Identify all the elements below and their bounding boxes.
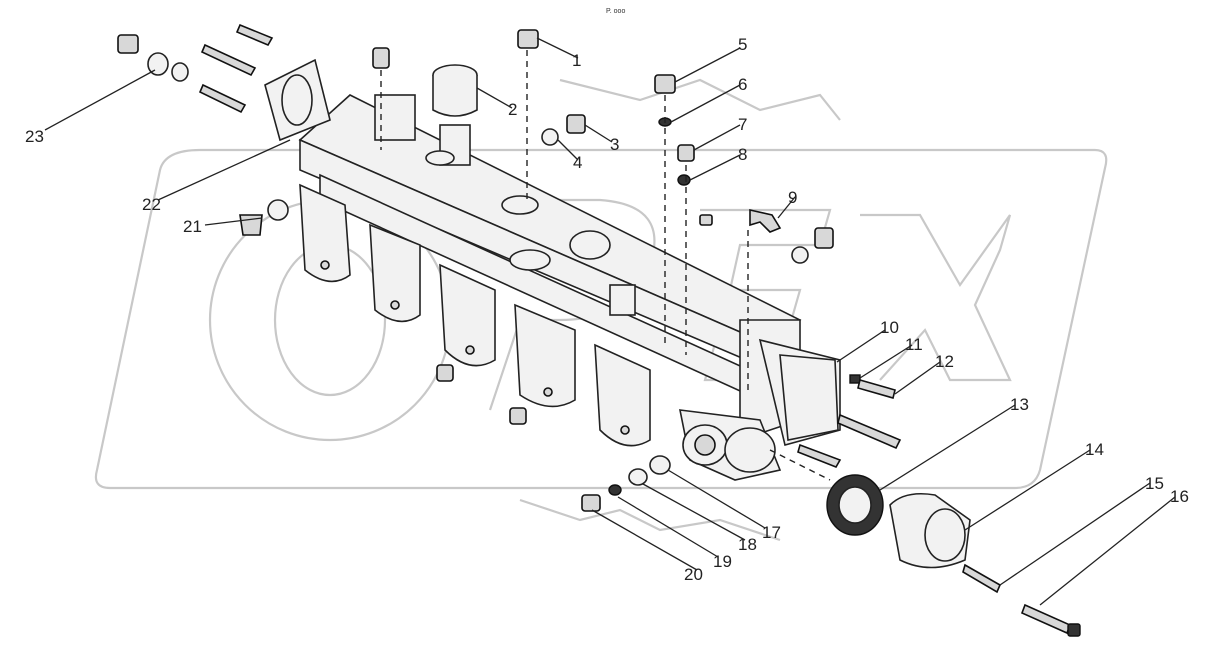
callout-3: 3: [610, 135, 619, 154]
callout-18: 18: [738, 535, 757, 554]
callout-11: 11: [905, 335, 923, 354]
callout-labels: 1 2 3 4 5 6 7 8 9 10 11 12 13 14 15 16 1…: [25, 35, 1189, 584]
callout-21: 21: [183, 217, 202, 236]
header-caption: P. ooo: [606, 8, 625, 15]
assembly-axis-lines: [380, 50, 831, 481]
callout-10: 10: [880, 318, 899, 337]
callout-2: 2: [508, 100, 517, 119]
callout-14: 14: [1085, 440, 1104, 459]
callout-19: 19: [713, 552, 732, 571]
manifold-body: [264, 58, 841, 481]
callout-9: 9: [788, 188, 797, 207]
callout-8: 8: [738, 145, 747, 164]
callout-17: 17: [762, 523, 781, 542]
leader-lines: [44, 37, 1176, 606]
callout-5: 5: [738, 35, 747, 54]
callout-1: 1: [572, 51, 581, 70]
callout-15: 15: [1145, 474, 1164, 493]
callout-22: 22: [142, 195, 161, 214]
callout-16: 16: [1170, 487, 1189, 506]
callout-23: 23: [25, 127, 44, 146]
callout-7: 7: [738, 115, 747, 134]
callout-12: 12: [935, 352, 954, 371]
callout-4: 4: [573, 153, 582, 172]
callout-13: 13: [1010, 395, 1029, 414]
callout-20: 20: [684, 565, 703, 584]
callout-6: 6: [738, 75, 747, 94]
loose-parts: [117, 23, 1081, 637]
